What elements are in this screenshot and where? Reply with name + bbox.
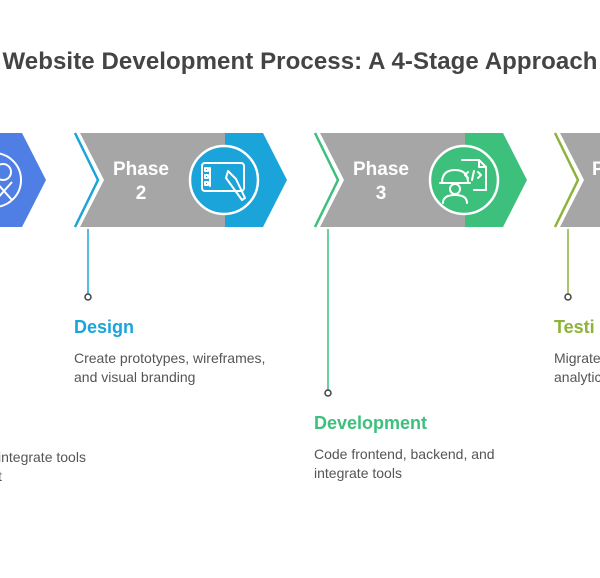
phase-2-chevron: Phase 2 xyxy=(73,132,287,228)
phase-1-description-line-2: t xyxy=(0,468,2,484)
phase-3-gray-shape xyxy=(320,133,465,227)
phase-4-connector-dot xyxy=(564,293,572,301)
phase-4-description-line-2: analytic xyxy=(554,369,600,385)
phase-2-description-line-1: Create prototypes, wireframes, xyxy=(74,350,265,366)
phase-1-description-line-1: integrate tools xyxy=(0,449,86,465)
phase-4-description-line-1: Migrate xyxy=(554,350,600,366)
phase-3-description-line-1: Code frontend, backend, and xyxy=(314,446,495,462)
phase-3-label: Phase xyxy=(353,159,409,180)
phase-4-label: P xyxy=(592,159,600,180)
phase-4-outline-arrow xyxy=(553,132,580,228)
phase-3-title: Development xyxy=(314,413,427,433)
phase-3-chevron: Phase 3 xyxy=(313,132,527,228)
diagram-title: Website Development Process: A 4-Stage A… xyxy=(2,48,598,75)
phase-2-description-line-2: and visual branding xyxy=(74,369,195,385)
phase-3-outline-arrow xyxy=(313,132,340,228)
phase-2-connector-dot xyxy=(84,293,92,301)
phase-1-chevron xyxy=(0,133,46,227)
phase-2-gray-shape xyxy=(80,133,225,227)
phase-3-number: 3 xyxy=(376,183,387,204)
phase-3-description-line-2: integrate tools xyxy=(314,465,402,481)
design-tablet-pen-icon xyxy=(201,162,246,201)
phase-2-label: Phase xyxy=(113,159,169,180)
phase-4-gray-shape xyxy=(560,133,600,227)
research-plan-icon xyxy=(0,152,22,208)
phase-2-number: 2 xyxy=(136,183,147,204)
phase-3-icon-circle xyxy=(428,144,500,216)
phase-4-title: Testi xyxy=(554,317,595,337)
phase-4-chevron: P xyxy=(553,132,600,228)
phase-2-title: Design xyxy=(74,317,134,337)
phase-2-outline-arrow xyxy=(73,132,100,228)
phase-3-connector-dot xyxy=(324,389,332,397)
phase-2-icon-circle xyxy=(188,144,260,216)
developer-code-icon xyxy=(439,159,487,204)
phase-1-accent-shape xyxy=(0,133,46,227)
